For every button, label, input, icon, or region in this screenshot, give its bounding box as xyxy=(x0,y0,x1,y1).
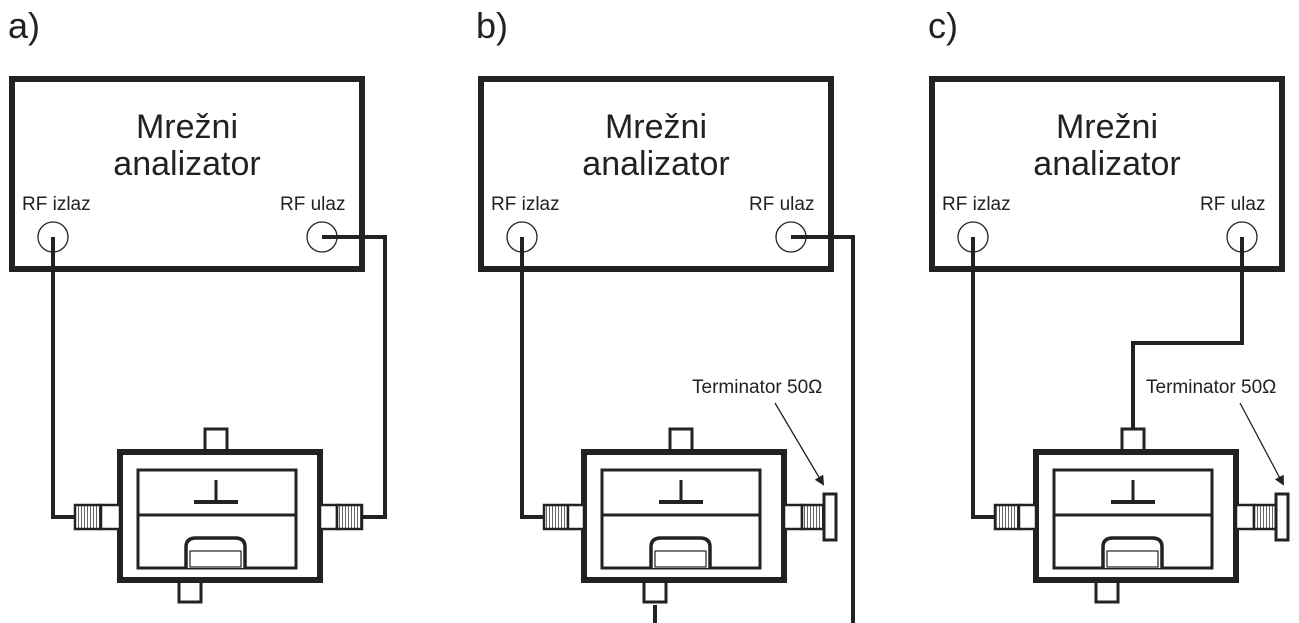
panel-label-a: a) xyxy=(8,5,40,46)
resonator-inner xyxy=(189,550,242,568)
left-connector-thread xyxy=(542,503,570,531)
left-connector-body xyxy=(99,503,122,531)
filter-device xyxy=(542,427,838,604)
rf-input-label: RF ulaz xyxy=(1200,194,1265,215)
analyzer-title-line1: Mrežni xyxy=(1056,108,1158,146)
bottom-stub xyxy=(1094,578,1120,604)
right-connector-body xyxy=(318,503,339,531)
panel-a: a) Mrežni analizator RF izlaz RF ulaz xyxy=(8,5,387,604)
panel-c: c) Mrežni analizator RF izlaz RF ulaz Te… xyxy=(928,5,1290,604)
terminator-label: Terminator 50Ω xyxy=(692,377,822,398)
panel-b: b) Mrežni analizator RF izlaz RF ulaz Te… xyxy=(476,5,855,623)
cable-input xyxy=(791,235,855,623)
bottom-stub xyxy=(177,578,203,604)
right-connector-thread xyxy=(1252,503,1278,531)
rf-output-label: RF izlaz xyxy=(491,194,560,215)
analyzer-title-line2: analizator xyxy=(1033,145,1180,183)
left-connector-thread xyxy=(73,503,103,531)
analyzer-title-line2: analizator xyxy=(113,145,260,183)
analyzer-title-line2: analizator xyxy=(582,145,729,183)
terminator-arrow xyxy=(1239,402,1284,486)
panel-label-b: b) xyxy=(476,5,508,46)
resonator-arch xyxy=(649,536,712,568)
cable-output xyxy=(520,237,544,519)
analyzer-title-line1: Mrežni xyxy=(605,108,707,146)
top-stub xyxy=(203,427,229,454)
terminator-cap xyxy=(822,492,838,542)
cable-output xyxy=(51,237,75,519)
cable-input xyxy=(1131,237,1244,429)
resonator-arch xyxy=(184,536,247,568)
left-connector-body xyxy=(1017,503,1038,531)
resonator-arch xyxy=(1101,536,1164,568)
terminator-cap xyxy=(1274,492,1290,542)
cable-output xyxy=(971,237,995,519)
right-connector-thread xyxy=(335,503,364,531)
terminator-label: Terminator 50Ω xyxy=(1146,377,1276,398)
network-analyzer-box xyxy=(478,76,834,272)
left-connector-body xyxy=(566,503,586,531)
terminator-arrow xyxy=(774,402,825,486)
filter-device xyxy=(73,427,364,604)
top-stub xyxy=(1120,427,1146,454)
panel-label-c: c) xyxy=(928,5,958,46)
right-connector-body xyxy=(1234,503,1256,531)
top-stub xyxy=(668,427,694,454)
resonator-inner xyxy=(654,550,707,568)
rf-input-label: RF ulaz xyxy=(280,194,345,215)
cable-input xyxy=(322,235,387,519)
bottom-stub xyxy=(642,578,668,604)
rf-output-label: RF izlaz xyxy=(22,194,91,215)
analyzer-title-line1: Mrežni xyxy=(136,108,238,146)
network-analyzer-box xyxy=(9,76,365,272)
right-connector-body xyxy=(782,503,804,531)
rf-input-label: RF ulaz xyxy=(749,194,814,215)
rf-output-label: RF izlaz xyxy=(942,194,1011,215)
resonator-inner xyxy=(1106,550,1159,568)
network-analyzer-box xyxy=(929,76,1285,272)
left-connector-thread xyxy=(993,503,1021,531)
filter-device xyxy=(993,427,1290,604)
right-connector-thread xyxy=(800,503,826,531)
